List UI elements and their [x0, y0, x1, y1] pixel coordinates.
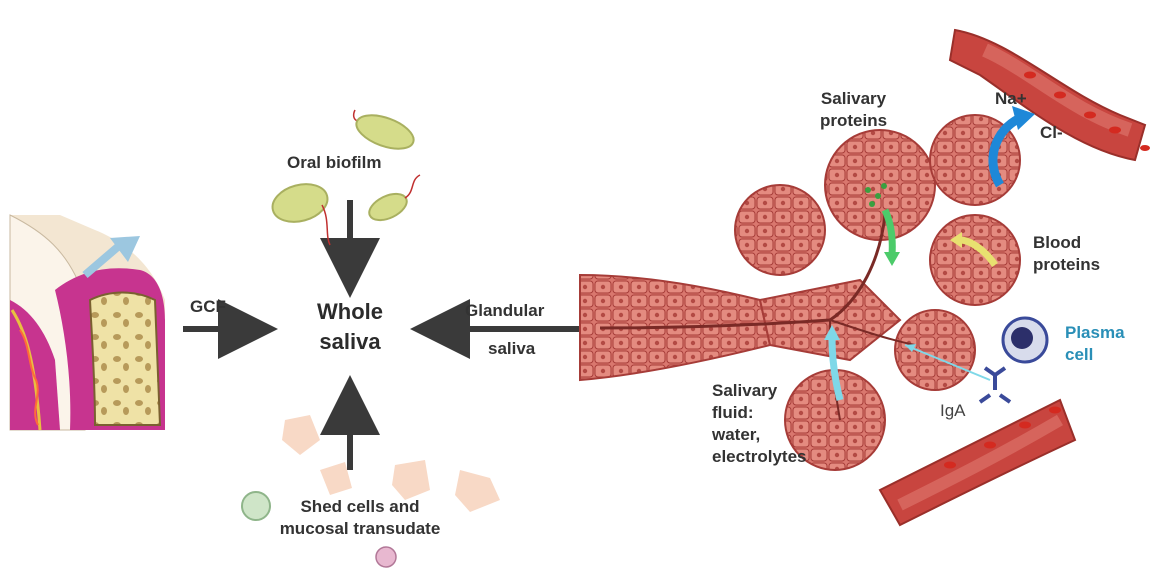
blood-proteins-label: Blood proteins [1033, 232, 1100, 276]
blood-proteins-line-2: proteins [1033, 254, 1100, 276]
shed-cells-line-2: mucosal transudate [270, 518, 450, 540]
red-blood-cell-icon [1084, 112, 1096, 119]
salivary-fluid-line-4: electrolytes [712, 446, 807, 468]
iga-label: IgA [940, 400, 966, 422]
salivary-fluid-label: Salivary fluid: water, electrolytes [712, 380, 807, 468]
whole-saliva-line-2: saliva [288, 327, 412, 357]
cl-label: Cl- [1040, 122, 1063, 144]
bacterium-icon [268, 178, 331, 245]
whole-saliva-label: Whole saliva [288, 297, 412, 357]
bacterium-icon [365, 175, 420, 225]
red-blood-cell-icon [1049, 407, 1061, 414]
gcf-label: GCF [190, 296, 226, 318]
blood-vessel-bottom [880, 400, 1075, 525]
salivary-proteins-line-2: proteins [820, 110, 887, 132]
shed-cells-line-1: Shed cells and [270, 496, 450, 518]
plasma-cell-icon [1003, 318, 1047, 362]
epithelial-cell-icon [455, 470, 500, 512]
shed-cells-group [242, 415, 500, 567]
na-label: Na+ [995, 88, 1027, 110]
bacterium-icon [352, 109, 418, 156]
whole-saliva-line-1: Whole [288, 297, 412, 327]
plasma-cell-line-2: cell [1065, 344, 1125, 366]
iga-antibody-icon [980, 368, 1010, 402]
glandular-saliva-line-1: Glandular [465, 300, 544, 322]
bacteria-group [268, 109, 420, 245]
epithelial-cell-icon [282, 415, 320, 455]
salivary-proteins-line-1: Salivary [820, 88, 887, 110]
tooth-gingiva-illustration [10, 215, 165, 430]
salivary-fluid-line-2: fluid: [712, 402, 807, 424]
mucosal-cell-icon [376, 547, 396, 567]
red-blood-cell-icon [1054, 92, 1066, 99]
plasma-cell-line-1: Plasma [1065, 322, 1125, 344]
red-blood-cell-icon [1109, 127, 1121, 134]
plasma-cell-label: Plasma cell [1065, 322, 1125, 366]
salivary-fluid-line-3: water, [712, 424, 807, 446]
shed-cells-label: Shed cells and mucosal transudate [270, 496, 450, 540]
oral-biofilm-label: Oral biofilm [287, 152, 381, 174]
leukocyte-icon [242, 492, 270, 520]
red-blood-cell-icon [984, 442, 996, 449]
glandular-saliva-line-2: saliva [488, 338, 535, 360]
epithelial-cell-icon [392, 460, 430, 500]
blood-proteins-line-1: Blood [1033, 232, 1100, 254]
salivary-fluid-line-1: Salivary [712, 380, 807, 402]
red-blood-cell-icon [1019, 422, 1031, 429]
red-blood-cell-icon [1140, 145, 1150, 151]
red-blood-cell-icon [944, 462, 956, 469]
red-blood-cell-icon [1024, 72, 1036, 79]
salivary-proteins-label: Salivary proteins [820, 88, 887, 132]
